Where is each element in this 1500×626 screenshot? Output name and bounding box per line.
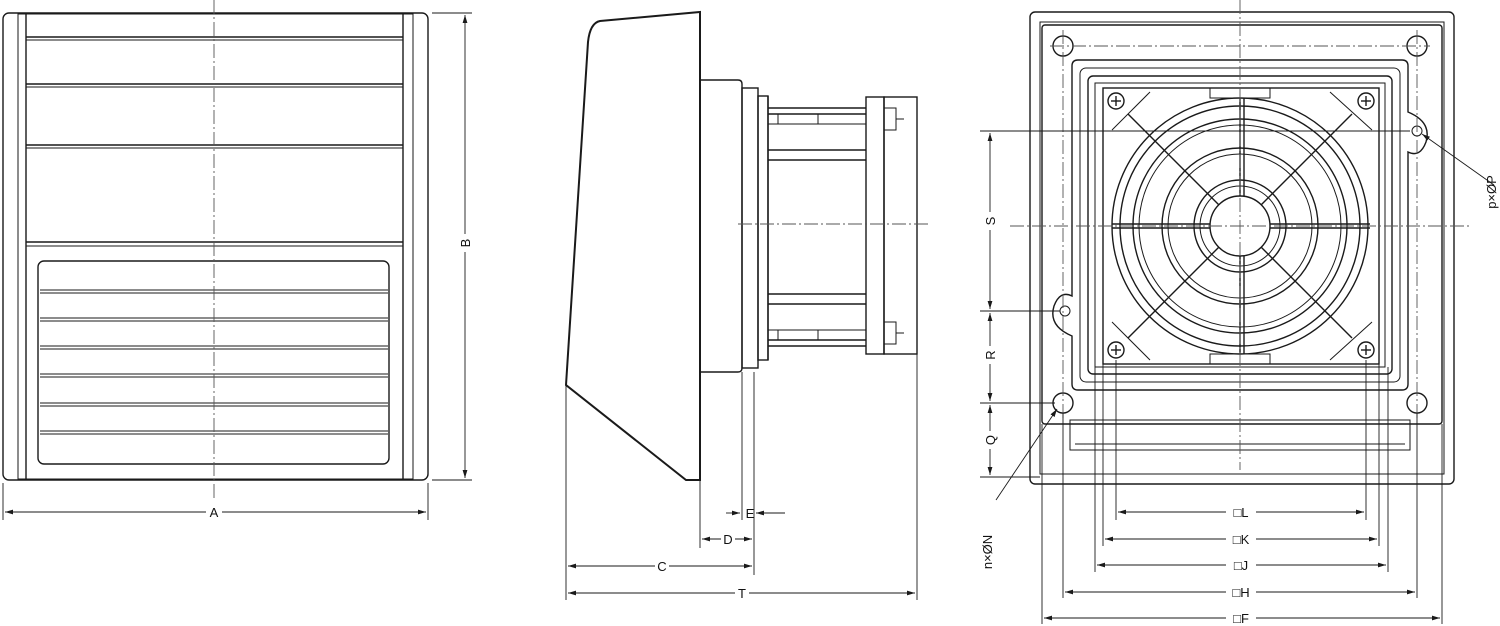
label-l: □L [1233,505,1248,520]
front-view: A B [2,0,473,520]
label-q: Q [983,435,998,445]
dimension-j: □J [1097,557,1386,573]
screw-tr-icon [1357,92,1375,110]
label-e: E [746,506,755,521]
dimension-r: R [982,313,998,401]
leader-pP: p×ØP [1421,133,1499,209]
label-t: T [738,586,746,601]
label-b: B [458,239,473,248]
body-profile [700,79,743,373]
dimension-k: □K [1105,531,1377,547]
label-j: □J [1234,558,1248,573]
hood-profile [564,10,701,481]
dimension-l: □L [1118,504,1364,520]
screw-tl-icon [1107,92,1125,110]
label-a: A [210,505,219,520]
dimension-s: S [982,133,998,309]
fan-frame [767,96,866,360]
screw-bl-icon [1107,341,1125,359]
mounting-flange [1041,24,1443,425]
label-c: C [657,559,666,574]
small-hole-bottom [1059,305,1071,317]
dimension-t: T [568,585,915,601]
label-pP: p×ØP [1484,175,1499,209]
rear-view: S R Q □L □K [980,0,1499,626]
leader-nN: n×ØN [980,408,1058,569]
side-view: E D C T [564,10,930,601]
dimension-d: D [702,531,752,547]
label-s: S [983,216,998,225]
label-f: □F [1233,611,1249,626]
dimension-q: Q [982,405,998,475]
dimension-a: A [2,483,429,520]
filter-frame [1052,59,1428,391]
rear-flange [865,96,918,355]
lower-grille-panel [37,260,390,465]
label-k: □K [1233,532,1250,547]
dimension-b: B [432,12,473,481]
label-r: R [983,350,998,359]
label-h: □H [1232,585,1249,600]
label-nN: n×ØN [980,535,995,569]
dimension-e: E [726,506,785,521]
label-d: D [723,532,732,547]
screw-br-icon [1357,341,1375,359]
dimension-f: □F [1044,610,1440,626]
dimension-c: C [568,558,752,574]
dimension-h: □H [1065,584,1415,600]
upper-louvers [26,36,403,247]
